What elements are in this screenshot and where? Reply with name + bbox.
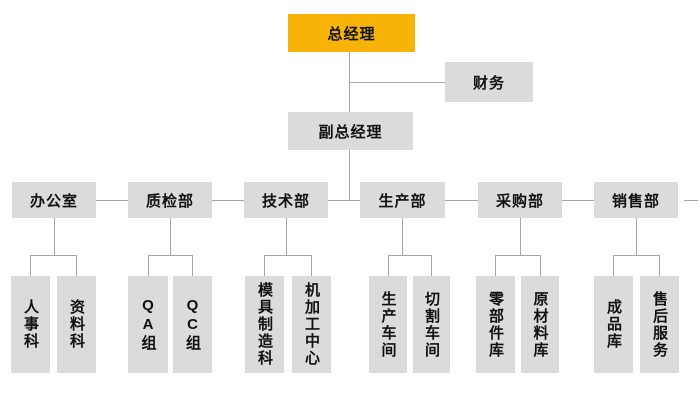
connector-child-drop	[30, 255, 31, 276]
connector-dept-drop	[286, 218, 287, 256]
connector-row-stub	[684, 200, 698, 201]
node-sales-dept: 销售部	[594, 182, 678, 218]
connector-child-drop	[431, 255, 432, 276]
connector-dept-drop	[520, 218, 521, 256]
node-qa-group: QA组	[128, 276, 168, 373]
node-production-workshop: 生产车间	[369, 276, 407, 373]
node-qc-group: QC组	[173, 276, 212, 373]
connector-dept-drop	[170, 218, 171, 256]
connector-row-segment	[212, 200, 244, 201]
connector-bracket	[613, 255, 660, 256]
connector-child-drop	[76, 255, 77, 276]
connector-child-drop	[192, 255, 193, 276]
node-finished-goods-warehouse: 成品库	[594, 276, 633, 373]
node-technology-dept: 技术部	[244, 182, 328, 218]
node-machining-center: 机加工中心	[292, 276, 331, 373]
node-finance: 财务	[445, 62, 533, 102]
connector-row-segment	[328, 200, 360, 201]
connector-bracket	[264, 255, 312, 256]
connector-finance-branch	[349, 82, 445, 83]
connector-child-drop	[659, 255, 660, 276]
connector-dept-drop	[54, 218, 55, 256]
node-office-dept: 办公室	[12, 182, 96, 218]
node-parts-warehouse: 零部件库	[476, 276, 515, 373]
connector-bracket	[388, 255, 432, 256]
node-cutting-workshop: 切割车间	[413, 276, 450, 373]
connector-child-drop	[264, 255, 265, 276]
node-mold-manufacturing-section: 模具制造科	[245, 276, 284, 373]
node-raw-material-warehouse: 原材料库	[521, 276, 559, 373]
node-archives-section: 资料科	[57, 276, 96, 373]
connector-bracket	[148, 255, 193, 256]
connector-child-drop	[495, 255, 496, 276]
connector-row-segment	[445, 200, 478, 201]
connector-dept-drop	[402, 218, 403, 256]
connector-child-drop	[148, 255, 149, 276]
node-hr-section: 人事科	[11, 276, 50, 373]
connector-trunk-bottom	[349, 150, 350, 201]
node-after-sales-service: 售后服务	[640, 276, 679, 373]
node-production-dept: 生产部	[360, 182, 445, 218]
connector-child-drop	[613, 255, 614, 276]
node-quality-dept: 质检部	[128, 182, 212, 218]
connector-row-segment	[96, 200, 128, 201]
node-purchasing-dept: 采购部	[478, 182, 562, 218]
node-general-manager: 总经理	[288, 14, 415, 52]
connector-row-segment	[562, 200, 594, 201]
connector-bracket	[30, 255, 77, 256]
connector-bracket	[495, 255, 541, 256]
connector-child-drop	[311, 255, 312, 276]
connector-child-drop	[540, 255, 541, 276]
node-deputy-general-manager: 副总经理	[288, 112, 413, 150]
connector-child-drop	[388, 255, 389, 276]
connector-dept-drop	[636, 218, 637, 256]
